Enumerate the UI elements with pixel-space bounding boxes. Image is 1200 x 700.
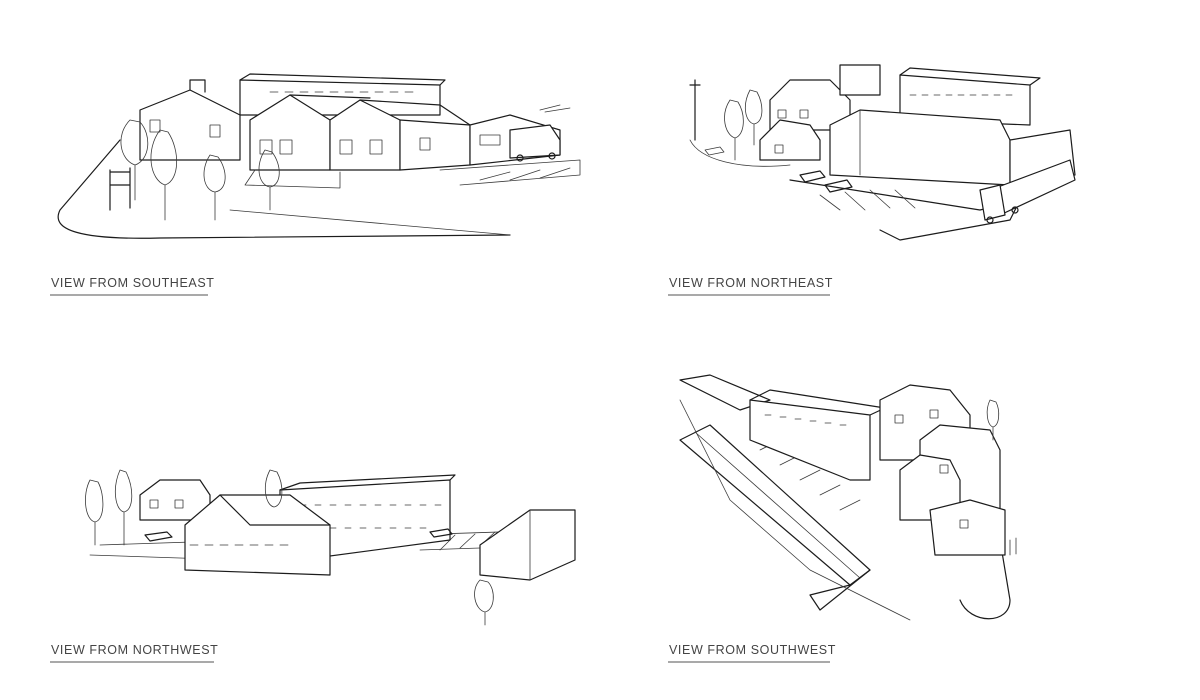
view-caption-southeast: VIEW FROM SOUTHEAST — [51, 276, 215, 290]
view-caption-northwest: VIEW FROM NORTHWEST — [51, 643, 219, 657]
caption-underline-northwest — [50, 661, 214, 663]
caption-underline-southwest — [668, 661, 830, 663]
caption-underline-southeast — [50, 294, 208, 296]
view-caption-northeast: VIEW FROM NORTHEAST — [669, 276, 833, 290]
sketch-southwest — [679, 374, 1017, 621]
caption-underline-northeast — [668, 294, 830, 296]
view-caption-southwest: VIEW FROM SOUTHWEST — [669, 643, 836, 657]
sketch-northwest — [85, 469, 576, 626]
sketch-northeast — [689, 64, 1076, 241]
sketch-southeast — [57, 73, 581, 239]
